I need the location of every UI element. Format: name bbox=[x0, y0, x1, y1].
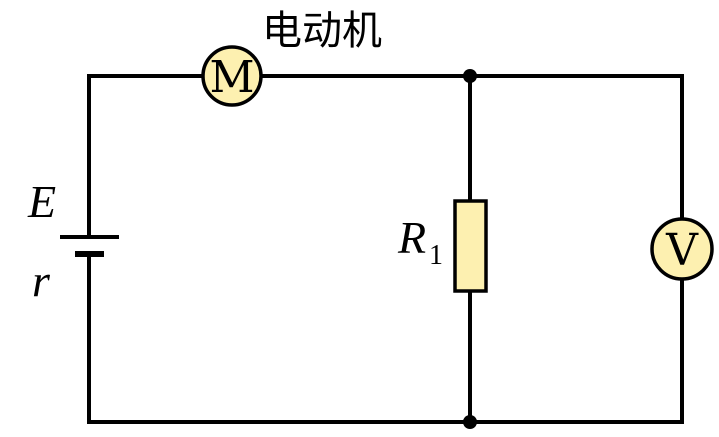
motor-label: 电动机 bbox=[262, 8, 382, 54]
wires bbox=[87, 74, 684, 424]
voltmeter-circle bbox=[650, 217, 714, 281]
battery bbox=[60, 235, 119, 257]
resistor-subscript: 1 bbox=[429, 240, 443, 271]
voltmeter: V bbox=[650, 217, 714, 281]
motor: M bbox=[201, 45, 263, 107]
junction-dot-bottom bbox=[463, 415, 477, 429]
battery-emf-label: E bbox=[27, 176, 56, 227]
battery-resistance-label: r bbox=[32, 255, 51, 306]
resistor-label: R bbox=[397, 212, 426, 263]
motor-symbol: M bbox=[209, 52, 254, 103]
junction-dot-top bbox=[463, 69, 477, 83]
resistor-r1 bbox=[453, 199, 488, 293]
voltmeter-symbol: V bbox=[665, 225, 699, 276]
motor-circle bbox=[201, 45, 263, 107]
